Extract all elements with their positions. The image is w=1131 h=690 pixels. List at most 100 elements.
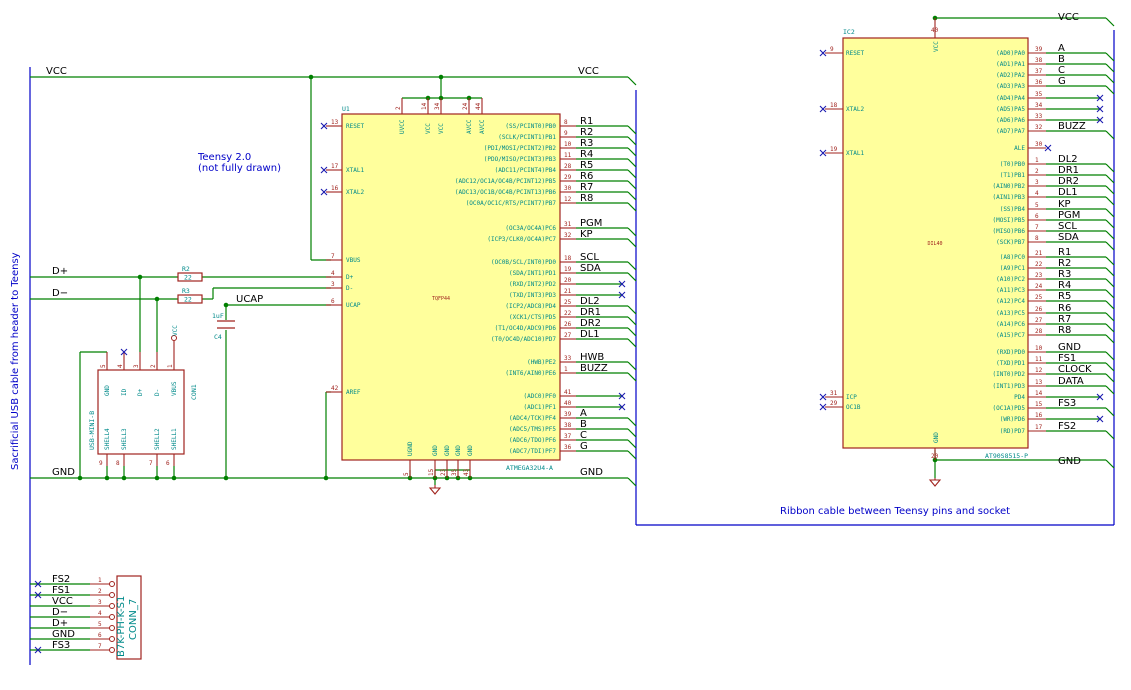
pin-number: 12 — [564, 196, 572, 203]
net-label-scl: SCL — [580, 252, 599, 263]
conn7-pin-4: 4D− — [30, 607, 115, 620]
r2-value: 22 — [184, 274, 192, 282]
pin-number: 23 — [1035, 272, 1043, 279]
pin-name: RESET — [346, 123, 364, 130]
net-label-b: B — [580, 419, 587, 430]
pin-name: VCC — [438, 123, 445, 134]
pin-number: 9 — [99, 460, 103, 467]
r2-ref: R2 — [182, 265, 190, 273]
u1-pin-40: 40(ADC1)PF1 — [523, 400, 626, 411]
pin-number: 5 — [98, 621, 102, 628]
pin-number: 19 — [564, 266, 572, 273]
pin-number: 26 — [1035, 306, 1043, 313]
pin-name: (ICP3/CLK0/OC4A)PC7 — [487, 236, 556, 243]
pin-name: SHELL1 — [171, 428, 178, 450]
pin-number: 8 — [116, 460, 120, 467]
r3-ref: R3 — [182, 287, 190, 295]
pin-name: (T0/OC4D/ADC10)PD7 — [491, 336, 556, 343]
net-label-conn7: D− — [52, 607, 68, 618]
net-label-pgm: PGM — [580, 218, 602, 229]
pin-name: (RXD)PD0 — [996, 349, 1025, 356]
pin-number: 42 — [331, 385, 339, 392]
pin-number: 24 — [462, 102, 469, 110]
u1-pin-20: 20(RXD/INT2)PD2 — [509, 277, 626, 288]
net-label-b: B — [1058, 54, 1065, 65]
pin-number: 22 — [1035, 261, 1043, 268]
r3-value: 22 — [184, 296, 192, 304]
pin-name: (ADC0)PF0 — [523, 393, 556, 400]
pin-number: 12 — [1035, 367, 1043, 374]
net-label-r2: R2 — [580, 127, 593, 138]
pin-number: 17 — [1035, 424, 1043, 431]
net-label-g: G — [1058, 76, 1066, 87]
pin-name: (AD7)PA7 — [996, 128, 1025, 135]
net-label-conn7: FS1 — [52, 585, 70, 596]
con1-pin-4: 4ID — [117, 352, 128, 396]
pin-number: 11 — [564, 152, 572, 159]
net-label-dr2: DR2 — [580, 318, 601, 329]
net-label-gnd: GND — [1058, 342, 1081, 353]
pin-name: (A12)PC4 — [996, 298, 1025, 305]
net-label-r8: R8 — [580, 193, 593, 204]
net-label-hwb: HWB — [580, 352, 604, 363]
ic2-pin-33: 33(AD6)PA6 — [996, 113, 1104, 124]
pin-number: 7 — [1035, 224, 1039, 231]
pin-name: (SS)PB4 — [1000, 206, 1026, 213]
pin-number: 6 — [166, 460, 170, 467]
pin-name: ALE — [1014, 145, 1025, 152]
pin-number: 1 — [1035, 157, 1039, 164]
gnd-symbol-u1 — [428, 485, 442, 495]
pin-number: 31 — [830, 390, 838, 397]
pin-number: 25 — [1035, 294, 1043, 301]
pin-name: (A15)PC7 — [996, 332, 1025, 339]
net-label-vcc-ic2: VCC — [1058, 12, 1079, 23]
net-label-gnd-left: GND — [52, 467, 75, 478]
c4-value: 1uF — [212, 312, 224, 320]
net-label-dminus: D− — [52, 288, 68, 299]
conn7-pin-5: 5D+ — [30, 618, 115, 631]
capacitor-c4: 1uF C4 — [212, 312, 235, 341]
pin-number: 8 — [1035, 235, 1039, 242]
pin-name: (TXD)PD1 — [996, 360, 1025, 367]
pin-number: 3 — [133, 364, 140, 368]
pin-number: 5 — [100, 364, 107, 368]
pin-number: 30 — [564, 185, 572, 192]
con1-ref: CON1 — [190, 384, 198, 400]
note-ribbon: Ribbon cable between Teensy pins and soc… — [780, 506, 1010, 517]
pin-name: (AIN0)PB2 — [992, 183, 1025, 190]
pin-name: GND — [104, 385, 111, 396]
pin-number: 28 — [564, 163, 572, 170]
pin-name: (ADC12/OC1A/OC4B/PCINT12)PB5 — [455, 178, 557, 185]
pin-name: AREF — [346, 389, 361, 396]
pin-name: (OC3A/OC4A)PC6 — [505, 225, 556, 232]
pin-name: (SS/PCINT0)PB0 — [505, 123, 556, 130]
pin-name: D- — [346, 285, 353, 292]
pin-number: 7 — [149, 460, 153, 467]
u1-value: ATMEGA32U4-A — [506, 464, 553, 472]
pin-name: D- — [154, 389, 161, 396]
pin-number: 33 — [1035, 113, 1043, 120]
conn7-value: B7K-PH-K-S1 — [116, 596, 127, 657]
ic2-pin-34: 34(AD5)PA5 — [996, 102, 1104, 113]
con1-vcc-label: VCC — [172, 325, 179, 336]
